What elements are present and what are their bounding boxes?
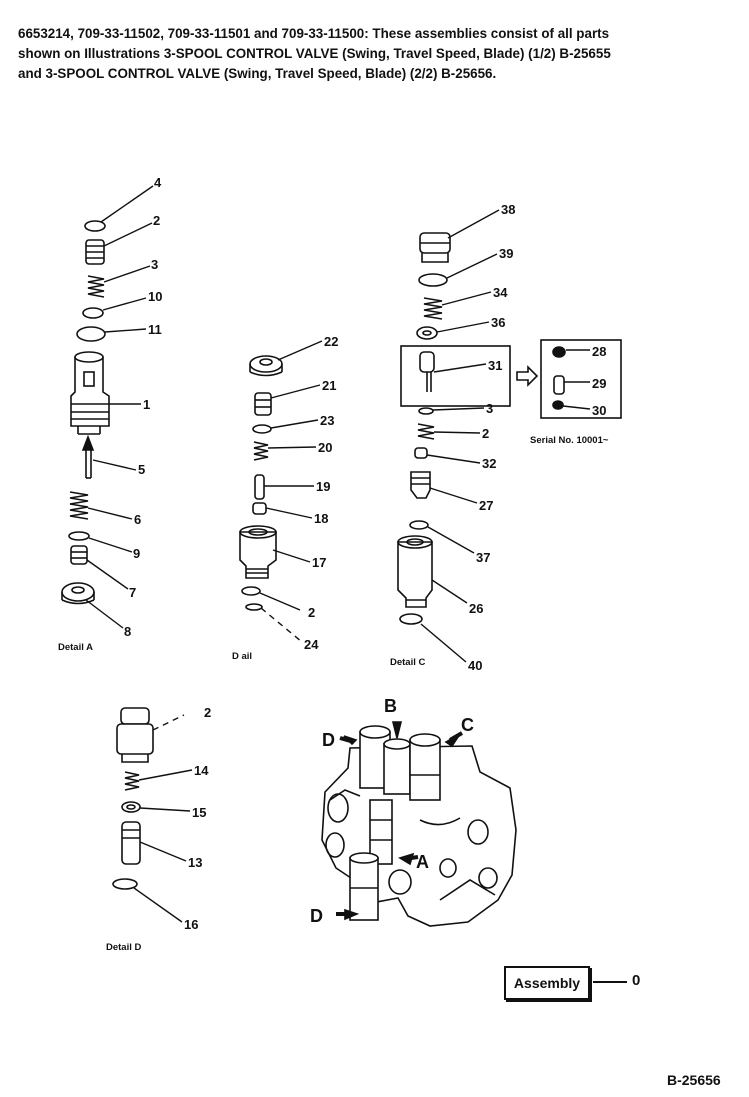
valve-assembly-illustration [321, 721, 517, 927]
callout-12: 2 [204, 705, 211, 720]
callout-24: 24 [304, 637, 319, 652]
callout-19: 19 [316, 479, 330, 494]
assembly-letter-c: C [461, 715, 474, 735]
callout-38: 38 [501, 202, 515, 217]
caption-detail-c: Detail C [390, 657, 426, 668]
detail-a-parts [61, 220, 110, 605]
document-id: B-25656 [667, 1072, 721, 1088]
callout-35: 3 [486, 401, 493, 416]
caption-detail-d: Detail D [106, 942, 142, 953]
callout-9: 9 [133, 546, 140, 561]
callout-17: 17 [312, 555, 326, 570]
callout-36: 36 [491, 315, 505, 330]
assembly-view-letters: B C D A D [310, 696, 474, 926]
callout-34: 34 [493, 285, 508, 300]
callout-3: 3 [151, 257, 158, 272]
callout-14: 14 [194, 763, 209, 778]
assembly-leader-dash [593, 981, 627, 983]
serial-number-note: Serial No. 10001~ [530, 435, 609, 446]
callout-31: 31 [488, 358, 502, 373]
assembly-letter-a: A [416, 852, 429, 872]
callout-13: 13 [188, 855, 202, 870]
assembly-letter-d-bottom: D [310, 906, 323, 926]
callout-2: 2 [153, 213, 160, 228]
caption-detail-a: Detail A [58, 642, 93, 653]
callout-39: 39 [499, 246, 513, 261]
callout-27: 27 [479, 498, 493, 513]
assembly-letter-b: B [384, 696, 397, 716]
callout-30: 30 [592, 403, 606, 418]
callout-28: 28 [592, 344, 606, 359]
callout-33: 2 [482, 426, 489, 441]
callout-7: 7 [129, 585, 136, 600]
detail-captions: Detail A D ail Detail C Detail D Serial … [58, 435, 609, 953]
header-line-2: shown on Illustrations 3-SPOOL CONTROL V… [18, 46, 611, 61]
leader-lines [85, 185, 591, 923]
callout-15: 15 [192, 805, 206, 820]
detail-b-parts [239, 355, 283, 611]
callout-labels: 4 2 3 10 11 1 5 6 9 7 8 22 21 23 20 19 1… [124, 175, 606, 932]
callout-25: 2 [308, 605, 315, 620]
callout-26: 26 [469, 601, 483, 616]
callout-20: 20 [318, 440, 332, 455]
detail-c-parts [397, 232, 622, 625]
callout-18: 18 [314, 511, 328, 526]
header-text: 6653214, 709-33-11502, 709-33-11501 and … [18, 24, 733, 84]
callout-32: 32 [482, 456, 496, 471]
callout-5: 5 [138, 462, 145, 477]
callout-16: 16 [184, 917, 198, 932]
callout-40: 40 [468, 658, 482, 673]
header-line-3: and 3-SPOOL CONTROL VALVE (Swing, Travel… [18, 66, 497, 81]
assembly-label-box: Assembly [504, 966, 590, 1000]
header-line-1: 6653214, 709-33-11502, 709-33-11501 and … [18, 26, 610, 41]
callout-1: 1 [143, 397, 150, 412]
callout-23: 23 [320, 413, 334, 428]
callout-29: 29 [592, 376, 606, 391]
caption-detail-b: D ail [232, 651, 252, 662]
detail-d-parts [112, 707, 154, 890]
callout-6: 6 [134, 512, 141, 527]
callout-21: 21 [322, 378, 336, 393]
callout-10: 10 [148, 289, 162, 304]
callout-37: 37 [476, 550, 490, 565]
callout-8: 8 [124, 624, 131, 639]
callout-11: 11 [148, 322, 162, 337]
assembly-letter-d-top: D [322, 730, 335, 750]
callout-22: 22 [324, 334, 338, 349]
assembly-number: 0 [632, 972, 641, 989]
callout-4: 4 [154, 175, 162, 190]
